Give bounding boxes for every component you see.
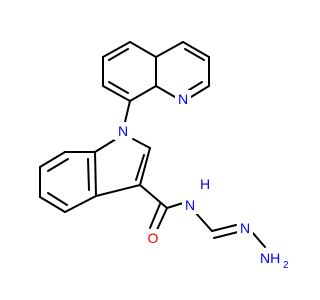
bond: [39, 196, 66, 213]
bond: [47, 158, 69, 172]
bond: [95, 184, 141, 197]
bond: [39, 151, 66, 168]
bond: [213, 231, 239, 239]
atom-n-indole: N: [114, 122, 132, 140]
bond: [155, 41, 184, 58]
atom-n-imine: N: [237, 219, 253, 237]
bond: [139, 147, 151, 186]
bond: [94, 138, 117, 153]
bond: [87, 158, 90, 191]
bond: [135, 154, 145, 181]
bond: [124, 100, 131, 123]
bond: [188, 81, 203, 91]
atom-label: O: [148, 230, 159, 246]
atom-label: H: [200, 176, 210, 192]
bond: [193, 210, 213, 232]
atom-n-quinoline: N: [175, 90, 191, 108]
bond: [155, 85, 176, 98]
bond: [108, 81, 129, 94]
bond: [251, 231, 266, 248]
bonds: [39, 41, 266, 248]
atom-h-amide: H: [198, 175, 212, 193]
atom-label: N: [178, 91, 188, 107]
atom-nh2-amine: NH 2: [258, 249, 292, 271]
bond: [139, 184, 168, 209]
bond: [102, 41, 131, 58]
bond: [94, 151, 97, 197]
bond: [102, 85, 131, 102]
bond: [155, 207, 168, 233]
bond: [184, 48, 205, 61]
bond: [182, 41, 210, 58]
atom-label: N: [240, 220, 250, 236]
atom-label: N: [118, 123, 128, 139]
bond: [211, 224, 237, 232]
atom-label: N: [185, 197, 195, 213]
bond: [47, 192, 68, 206]
atom-n-amide: N: [182, 196, 198, 214]
atom-labels: N N O N H N NH 2: [114, 90, 292, 271]
bond: [129, 41, 157, 58]
molecule-structure: N N O N H N NH 2: [39, 41, 292, 271]
bond: [166, 202, 184, 209]
bond: [149, 203, 161, 229]
atom-o-carbonyl: O: [145, 229, 161, 247]
bond: [64, 195, 97, 213]
bond: [129, 85, 157, 102]
atom-subscript: 2: [283, 260, 289, 271]
bond: [190, 85, 210, 98]
bond: [132, 138, 151, 149]
atom-label: NH: [260, 250, 280, 266]
bond: [108, 48, 129, 61]
